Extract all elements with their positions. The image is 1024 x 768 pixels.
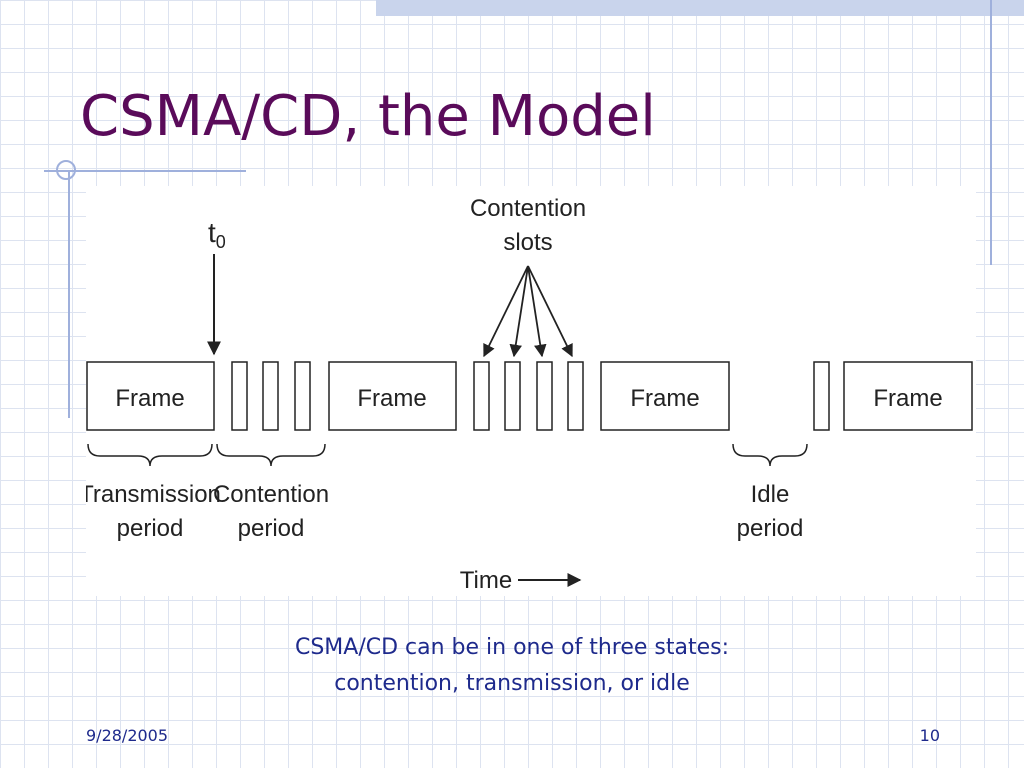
footer-date: 9/28/2005: [86, 726, 169, 745]
transmission-period-brace: [87, 443, 213, 467]
contention-slots-label-line1: Contention: [470, 195, 586, 222]
idle-period-label-line2: period: [737, 515, 804, 542]
t0-label: t0: [208, 217, 226, 252]
transmission-period-label-line1: Transmission: [86, 481, 221, 508]
idle-period-label-line1: Idle: [751, 481, 790, 508]
contention-slot-8: [813, 361, 830, 431]
frame-label-3: Frame: [630, 385, 699, 412]
frame-box-4: [843, 361, 973, 431]
slot-arrow-2: [509, 265, 529, 358]
contention-slot-3: [294, 361, 311, 431]
idle-period-brace: [732, 443, 808, 467]
contention-period-brace: [216, 443, 326, 467]
transmission-period-label-line2: period: [117, 515, 184, 542]
contention-slot-1: [231, 361, 248, 431]
frame-box-2: [328, 361, 457, 431]
time-label: Time: [460, 567, 512, 594]
slot-arrow-4: [527, 265, 573, 358]
caption-line-2: contention, transmission, or idle: [334, 671, 690, 696]
decorative-right-line: [990, 0, 992, 265]
contention-slot-5: [504, 361, 521, 431]
frame-box-1: [86, 361, 215, 431]
contention-period-label-line1: Contention: [213, 481, 329, 508]
frame-label-2: Frame: [357, 385, 426, 412]
frame-box-3: [600, 361, 730, 431]
slide-title: CSMA/CD, the Model: [80, 84, 656, 149]
decorative-top-band: [376, 0, 1024, 16]
csma-cd-diagram: t0 Contention slots Frame Frame Frame Fr…: [86, 186, 976, 596]
title-underline: [44, 170, 246, 172]
contention-slot-2: [262, 361, 279, 431]
page-number: 10: [919, 726, 940, 745]
contention-slots-label-line2: slots: [503, 229, 552, 256]
contention-slot-6: [536, 361, 553, 431]
slot-arrow-1: [483, 265, 529, 358]
slot-arrow-3: [527, 265, 547, 358]
frame-label-1: Frame: [115, 385, 184, 412]
frame-label-4: Frame: [873, 385, 942, 412]
diagram-svg: t0 Contention slots Frame Frame Frame Fr…: [86, 195, 973, 594]
contention-slot-7: [567, 361, 584, 431]
caption-line-1: CSMA/CD can be in one of three states:: [294, 635, 730, 660]
decorative-circle: [56, 160, 76, 180]
slide-caption: CSMA/CD can be in one of three states: c…: [0, 630, 1024, 702]
contention-period-label-line2: period: [238, 515, 305, 542]
contention-slot-4: [473, 361, 490, 431]
decorative-left-line: [68, 170, 70, 418]
